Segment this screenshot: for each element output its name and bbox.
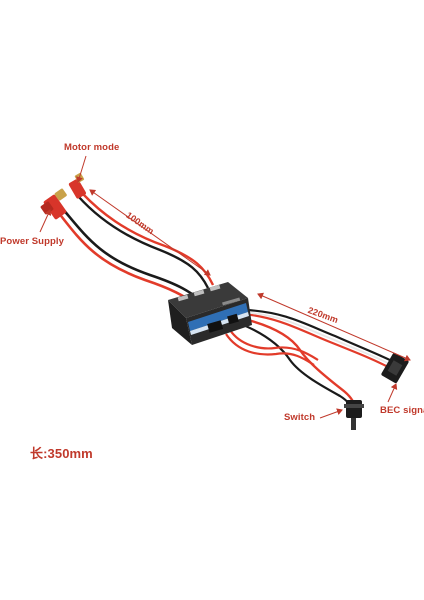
motor-mode-label: Motor mode — [64, 142, 120, 153]
switch-part — [344, 400, 364, 430]
annotations — [39, 155, 411, 419]
power-supply-label: Power Supply — [0, 236, 65, 247]
esc-module — [168, 282, 252, 345]
total-length-label: 长:350mm — [30, 446, 93, 461]
output-wires — [225, 308, 395, 413]
power-connector — [40, 188, 67, 220]
power-supply-wires — [56, 207, 201, 306]
switch-label: Switch — [284, 412, 316, 423]
bec-signal-label: BEC signal — [380, 405, 424, 416]
motor-connector — [68, 172, 86, 199]
